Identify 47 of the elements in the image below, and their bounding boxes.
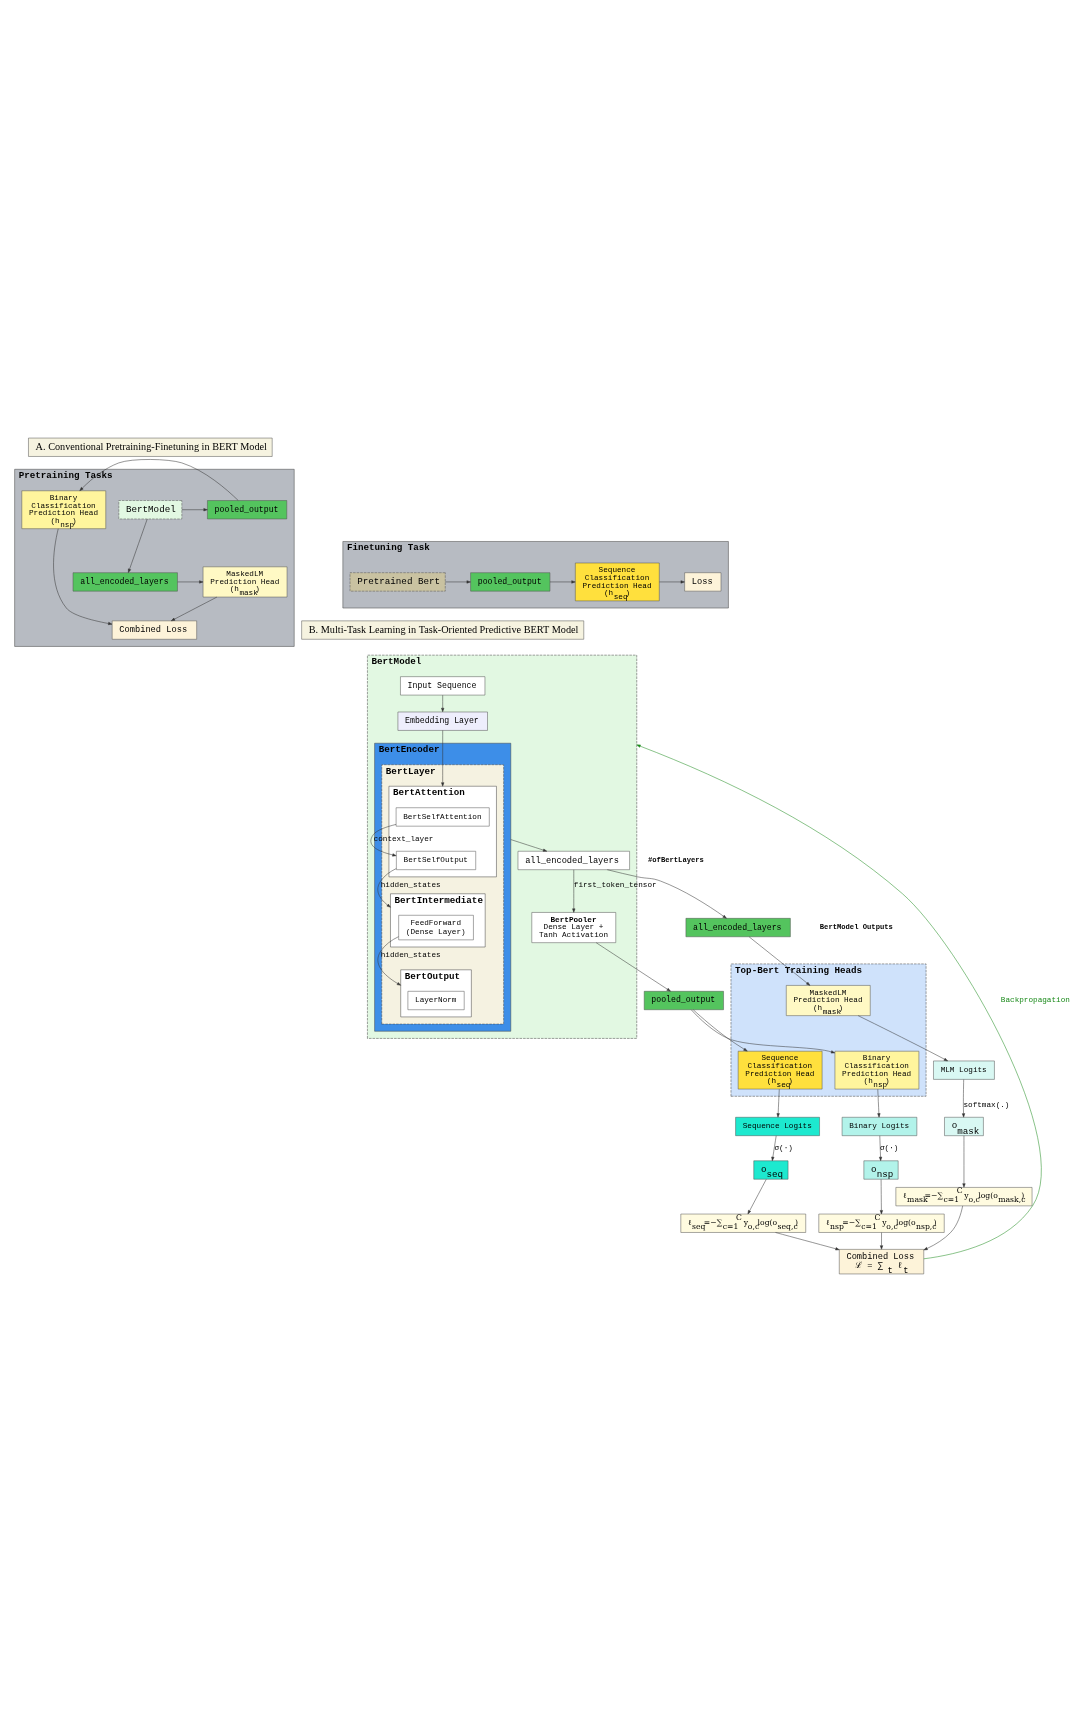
arrow — [880, 1231, 884, 1249]
arrow — [595, 941, 671, 992]
arrow — [691, 1009, 836, 1053]
arrow — [181, 507, 208, 511]
node-box: BertModel — [118, 499, 183, 519]
arrow — [177, 579, 204, 583]
arrow — [370, 823, 397, 856]
arrow — [659, 579, 685, 583]
arrow — [693, 1009, 748, 1051]
arrow — [549, 579, 576, 583]
arrow — [879, 1178, 883, 1214]
arrow — [128, 518, 148, 573]
arrow — [377, 867, 397, 908]
arrow — [748, 936, 811, 986]
arrow — [377, 935, 401, 986]
node-box: pooled_output — [643, 990, 724, 1010]
arrow — [923, 1205, 963, 1250]
node-box: all_encoded_layers — [685, 917, 791, 937]
arrow — [53, 527, 113, 625]
arrow — [962, 1078, 966, 1117]
arrow — [607, 868, 727, 919]
node-box: A. Conventional Pretraining-Finetuning in BERT Model — [28, 437, 273, 457]
node-box: B. Multi-Task Learning in Task-Oriented Predictive BERT Model — [301, 620, 585, 640]
arrow — [572, 869, 576, 913]
node-box: all_encoded_layers — [72, 571, 178, 591]
arrow — [962, 1135, 966, 1187]
arrow — [877, 1088, 881, 1117]
arrow — [79, 458, 239, 501]
node-box: Combined Loss — [111, 620, 197, 640]
arrow — [636, 744, 1042, 1259]
node-box: pooled_output — [470, 571, 551, 591]
arrow — [857, 1014, 948, 1061]
arrow — [747, 1178, 767, 1214]
node-box: Embedding Layer — [397, 711, 488, 731]
arrow — [776, 1088, 780, 1117]
arrow — [879, 1135, 883, 1161]
arrow — [441, 694, 445, 712]
node-box: Loss — [684, 571, 722, 591]
arrow — [441, 729, 445, 786]
node-box: Input Sequence — [400, 675, 486, 695]
arrow — [510, 838, 548, 852]
arrow — [170, 596, 218, 621]
arrow — [445, 579, 471, 583]
arrow — [771, 1135, 777, 1161]
node-box: pooled_output — [207, 499, 288, 519]
arrow — [775, 1231, 840, 1250]
node-box: Pretrained Bert — [349, 571, 446, 591]
